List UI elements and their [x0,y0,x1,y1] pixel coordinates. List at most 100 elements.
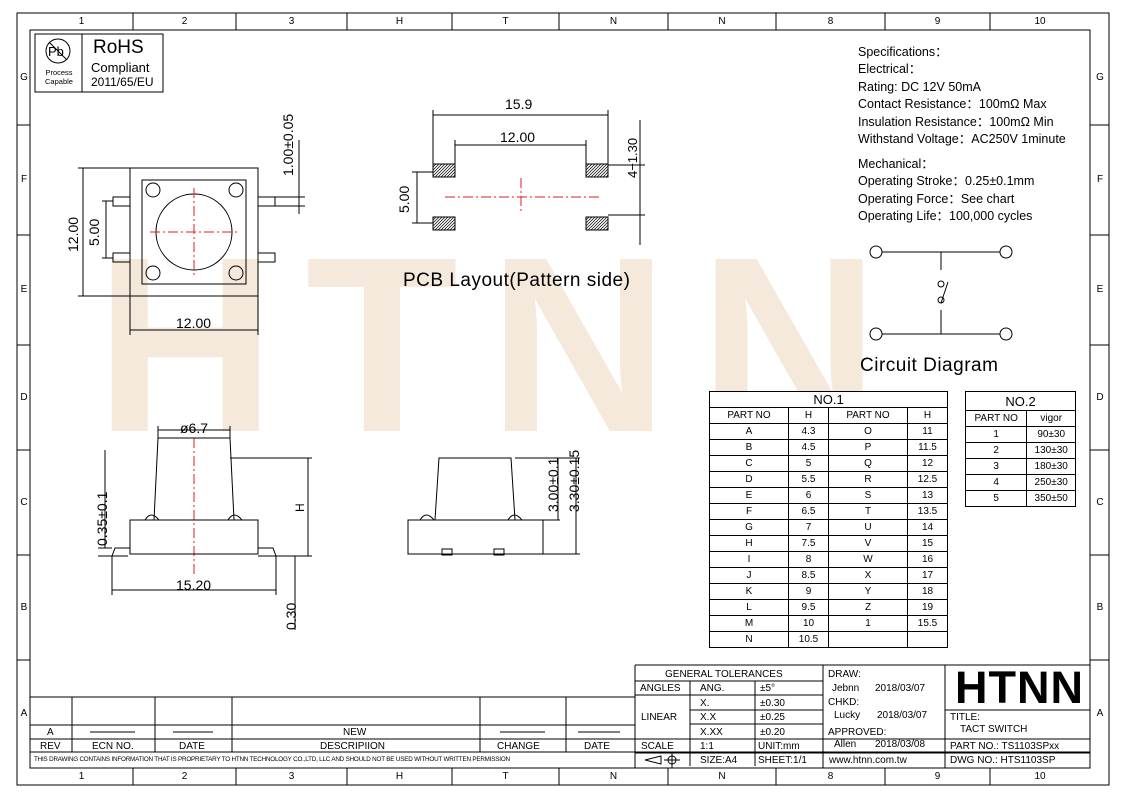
zone-col-label: 2 [181,771,188,782]
table-cell: Z [827,599,909,616]
table-cell: U [827,519,909,536]
table-cell: 5.5 [788,471,829,488]
pad-hatch [605,227,609,231]
table-cell: 5 [964,490,1028,507]
zone-col-label: T [502,16,509,27]
zone-row-label: C [1096,496,1104,508]
table-cell: P [827,439,909,456]
zone-row-label: F [20,174,28,185]
pad-hatch [437,163,452,178]
table-cell: V [827,535,909,552]
pad-hatch [585,163,593,171]
table-cell: 7 [788,519,829,536]
table-cell: 11 [907,423,948,440]
table-cell: 18 [907,583,948,600]
company-logo: HTNN [955,662,1084,713]
pad-hatch [452,174,456,178]
pad-hatch [596,218,609,231]
pad-hatch [593,216,608,231]
pad-hatch [432,163,446,177]
zone-col-label: N [609,771,618,782]
pad-hatch [432,216,443,227]
table-cell: 4.5 [788,439,829,456]
pad-hatch [434,163,449,178]
zone-row-label: B [1096,601,1104,613]
pad-hatch [432,216,437,221]
table-cell: 8.5 [788,567,829,584]
table-cell: W [827,551,909,568]
rohs-compliant: Compliant [91,60,150,75]
table-cell: H [708,535,790,552]
zone-col-label: 3 [288,16,295,27]
zone-col-label: N [718,16,726,27]
table-cell: X [827,567,909,584]
table-header: PART NO [964,410,1028,427]
table-cell: 19 [907,599,948,616]
table-header: H [788,407,829,424]
pad-hatch [587,163,602,178]
table-cell: N [708,631,790,648]
table-header: vigor [1026,410,1076,427]
table-cell: C [708,455,790,472]
table-cell: 7.5 [788,535,829,552]
pad-hatch [432,163,440,171]
zone-col-label: 8 [827,16,834,27]
pad-hatch [449,224,456,231]
table-cell: 14 [907,519,948,536]
zone-col-label: 10 [1034,16,1046,27]
pad-hatch [434,216,449,231]
pad-hatch [432,163,437,168]
rohs-directive: 2011/65/EU [91,75,154,89]
pad-hatch [449,171,456,178]
zone-row-label: G [1096,71,1104,83]
table-cell: 8 [788,551,829,568]
table-header: PART NO [708,407,790,424]
table-cell: Q [827,455,909,472]
table-header: PART NO [827,407,909,424]
pad-hatch [432,216,440,224]
zone-col-label: T [502,771,509,782]
pcb-layout-label: PCB Layout(Pattern side) [403,270,631,291]
table-cell: 1 [964,426,1028,443]
table-cell: 10 [788,615,829,632]
table-cell: 15 [907,535,948,552]
zone-col-label: 2 [181,16,188,27]
rohs-title: RoHS [93,37,144,58]
table-cell: 16 [907,551,948,568]
zone-col-label: 9 [934,16,941,27]
table-cell: 4.3 [788,423,829,440]
table-cell: J [708,567,790,584]
table-cell: R [827,471,909,488]
circuit-diagram-label: Circuit Diagram [860,355,999,376]
pad-hatch [585,216,593,224]
zone-col-label: 1 [78,16,85,27]
table-cell: 250±30 [1026,474,1076,491]
table-cell: 5 [788,455,829,472]
table-cell: M [708,615,790,632]
pad-hatch [587,216,602,231]
pad-hatch [590,163,605,178]
zone-row-label: E [20,284,28,295]
zone-col-label: 9 [934,771,941,782]
table-cell: L [708,599,790,616]
table-cell [827,631,909,648]
pad-hatch [602,224,609,231]
table-cell: 17 [907,567,948,584]
table-cell: K [708,583,790,600]
pad-hatch [437,216,452,231]
zone-row-label: D [20,391,28,403]
pad-hatch [440,216,455,231]
table1-title: NO.1 [709,391,948,408]
table-cell: Y [827,583,909,600]
pad-hatch [602,171,609,178]
